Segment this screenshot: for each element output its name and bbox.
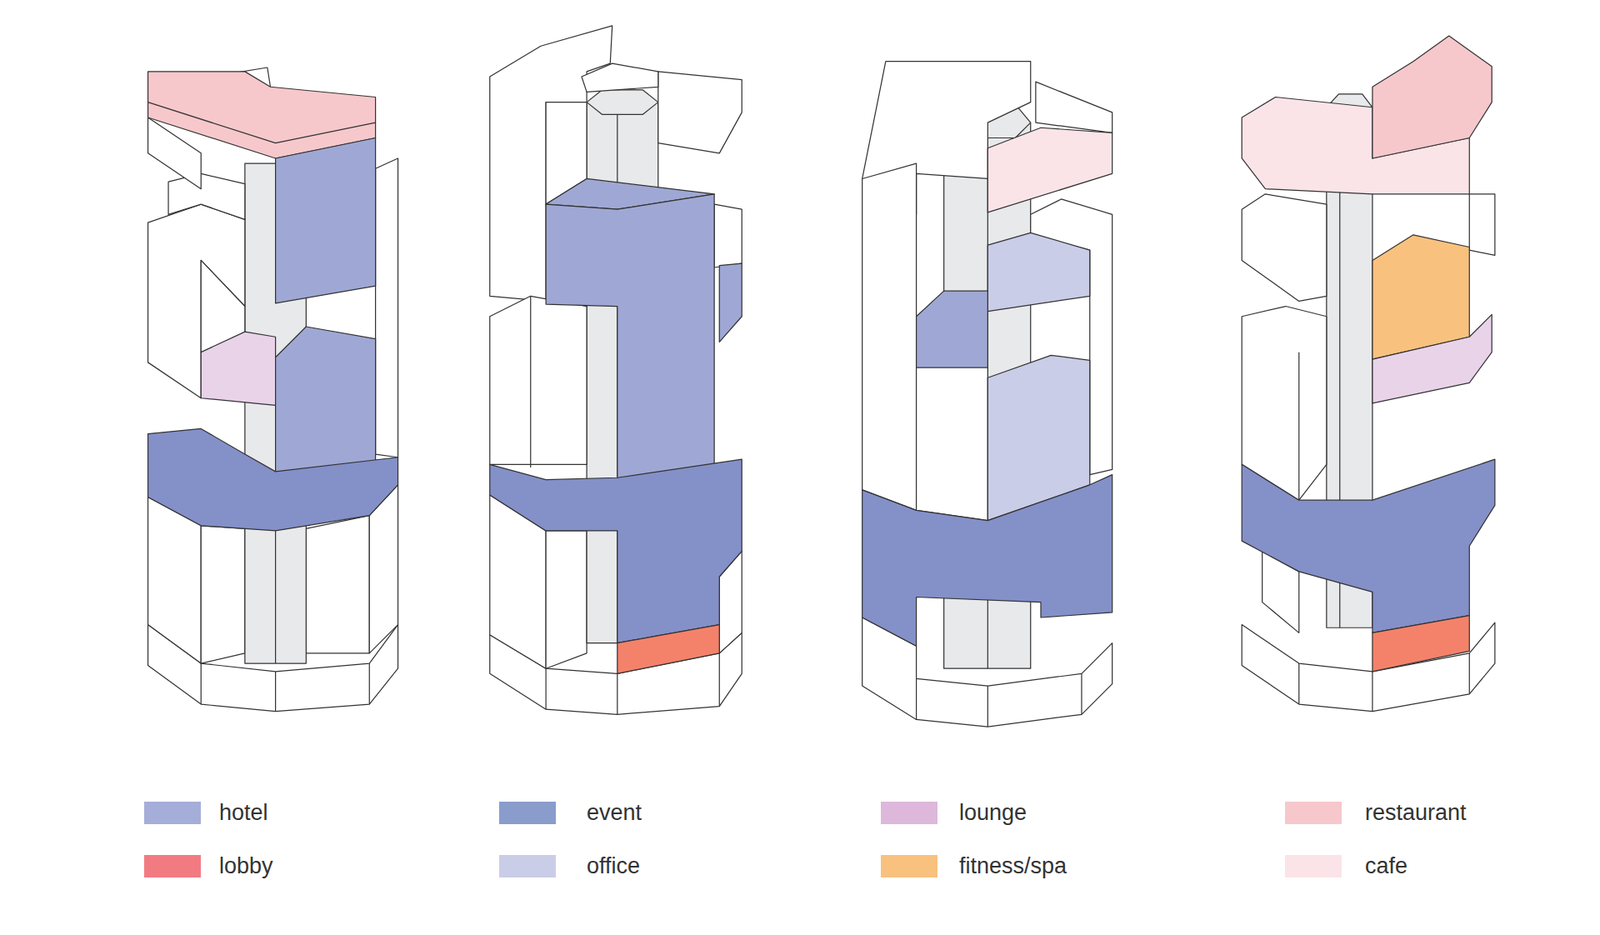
legend-swatch — [144, 855, 201, 878]
legend-swatch — [1285, 855, 1342, 878]
tower-3 — [862, 61, 1113, 727]
legend-swatch — [1285, 801, 1342, 825]
legend-swatch — [880, 855, 938, 878]
legend-label: hotel — [219, 800, 269, 825]
legend-label: lounge — [959, 800, 1027, 825]
legend-swatch — [499, 801, 556, 825]
tower-4 — [1241, 35, 1495, 712]
legend-label: restaurant — [1365, 800, 1467, 825]
legend-label: fitness/spa — [959, 853, 1067, 879]
legend-label: cafe — [1365, 853, 1408, 879]
tower-2 — [490, 25, 742, 715]
legend-swatch — [499, 855, 556, 878]
legend-label: lobby — [219, 853, 274, 879]
legend-label: office — [586, 853, 640, 879]
tower-1 — [148, 67, 399, 712]
legend-label: event — [586, 800, 642, 825]
legend-swatch — [880, 801, 938, 825]
legend-swatch — [144, 801, 201, 825]
